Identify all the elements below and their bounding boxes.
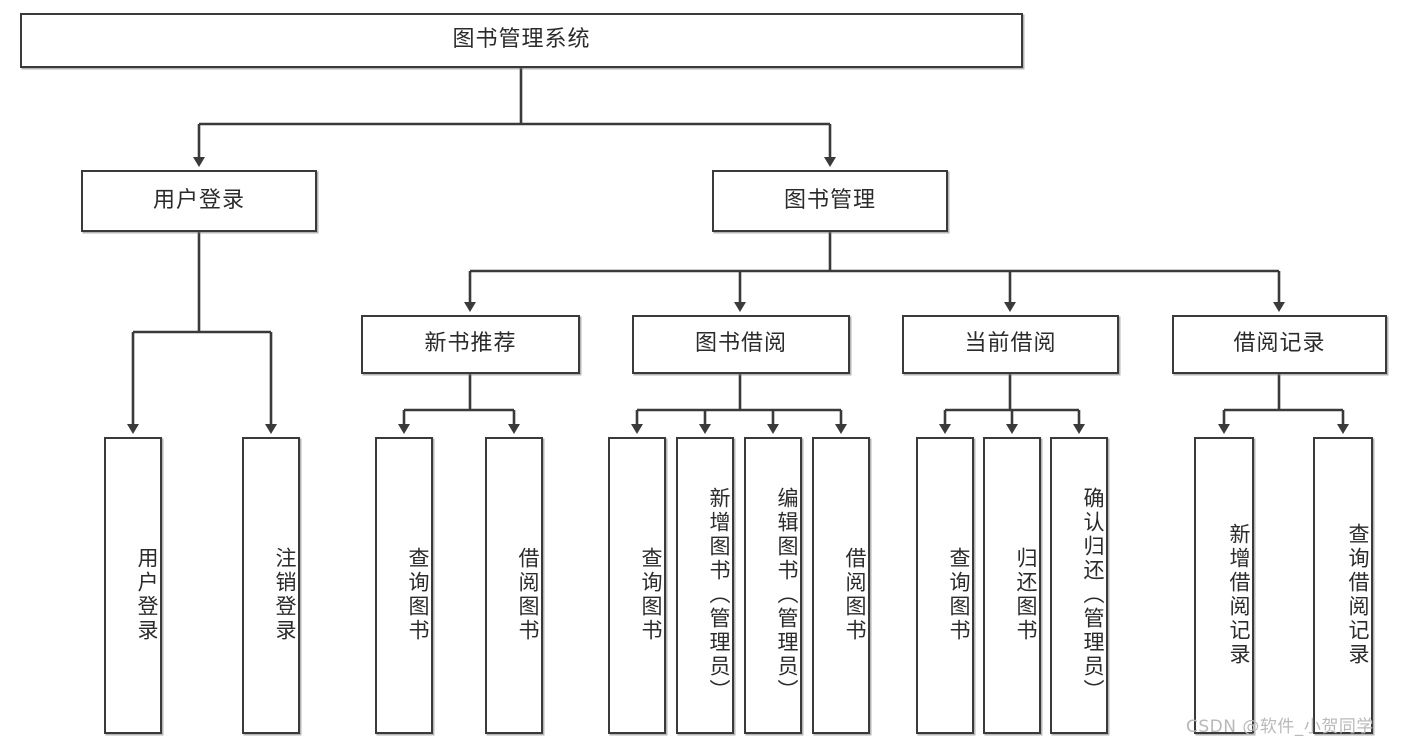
leaf-current-borrow-confirm-return-admin[interactable]: 确认归还（管理员）: [1050, 437, 1108, 734]
leaf-new-book-borrow[interactable]: 借阅图书: [485, 437, 543, 734]
leaf-new-book-query[interactable]: 查询图书: [375, 437, 433, 734]
leaf-book-borrow-edit-admin[interactable]: 编辑图书（管理员）: [744, 437, 802, 734]
node-book-borrow[interactable]: 图书借阅: [632, 315, 850, 374]
node-label: 图书借阅: [694, 331, 787, 357]
node-label: 查询借阅记录: [1346, 522, 1370, 667]
node-borrow-record[interactable]: 借阅记录: [1172, 315, 1387, 374]
leaf-book-borrow-query[interactable]: 查询图书: [608, 437, 666, 734]
node-book-management[interactable]: 图书管理: [712, 170, 948, 232]
leaf-current-borrow-return[interactable]: 归还图书: [983, 437, 1041, 734]
leaf-user-login-login[interactable]: 用户登录: [104, 437, 162, 734]
node-label: 借阅图书: [843, 546, 867, 643]
node-current-borrow[interactable]: 当前借阅: [902, 315, 1119, 374]
node-label: 用户登录: [152, 187, 245, 213]
node-label: 查询图书: [947, 546, 971, 643]
node-label: 编辑图书（管理员）: [775, 486, 799, 703]
node-label: 图书管理: [783, 187, 876, 213]
node-label: 用户登录: [135, 546, 159, 643]
leaf-user-login-logout[interactable]: 注销登录: [242, 437, 300, 734]
node-label: 查询图书: [639, 546, 663, 643]
leaf-book-borrow-borrow[interactable]: 借阅图书: [812, 437, 870, 734]
node-label: 新增图书（管理员）: [707, 486, 731, 703]
node-label: 借阅记录: [1233, 331, 1326, 357]
leaf-book-borrow-add-admin[interactable]: 新增图书（管理员）: [676, 437, 734, 734]
csdn-watermark: CSDN @软件_小贺同学: [1186, 717, 1374, 737]
node-root-book-management-system[interactable]: 图书管理系统: [20, 13, 1023, 68]
node-label: 借阅图书: [516, 546, 540, 643]
node-label: 归还图书: [1014, 546, 1038, 643]
node-label: 图书管理系统: [452, 27, 591, 53]
leaf-current-borrow-query[interactable]: 查询图书: [916, 437, 974, 734]
leaf-borrow-record-query[interactable]: 查询借阅记录: [1313, 437, 1373, 734]
node-label: 确认归还（管理员）: [1081, 486, 1105, 703]
leaf-borrow-record-add[interactable]: 新增借阅记录: [1194, 437, 1254, 734]
node-user-login[interactable]: 用户登录: [81, 170, 317, 232]
node-label: 新书推荐: [424, 331, 517, 357]
node-label: 注销登录: [273, 546, 297, 643]
node-label: 当前借阅: [964, 331, 1057, 357]
node-label: 新增借阅记录: [1227, 522, 1251, 667]
node-label: 查询图书: [406, 546, 430, 643]
node-new-book-recommend[interactable]: 新书推荐: [361, 315, 580, 374]
